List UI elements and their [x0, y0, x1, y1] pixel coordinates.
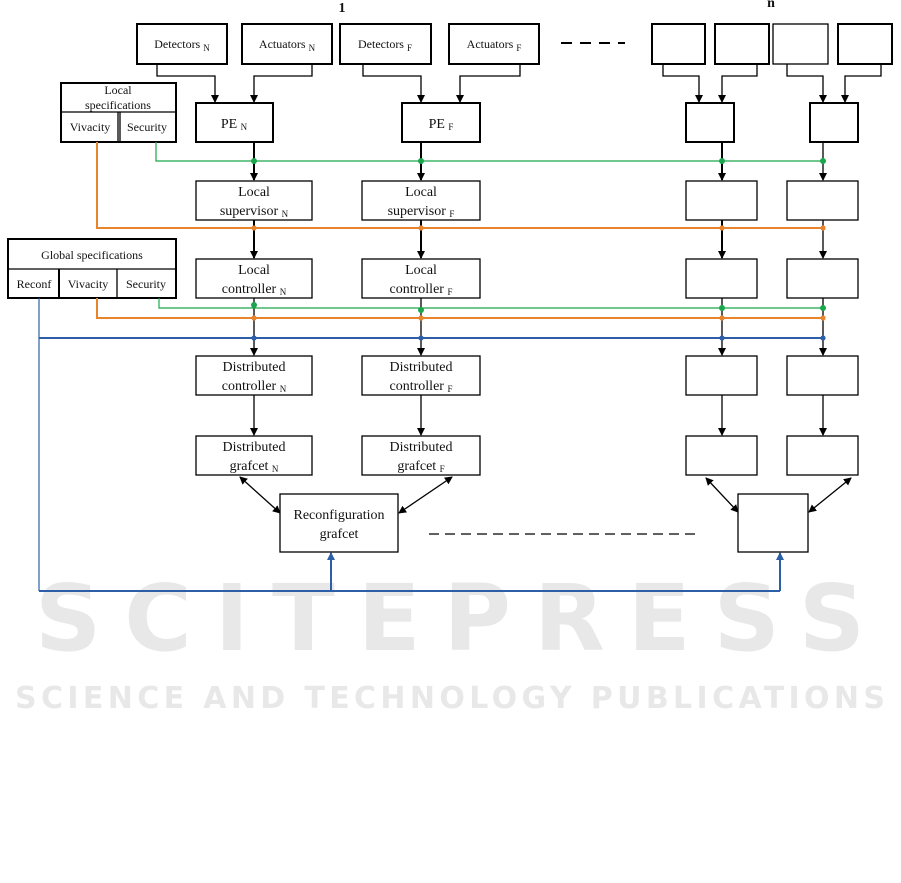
svg-text:Distributed: Distributed [223, 440, 286, 455]
local-supervisor-f-box: Local supervisor F [361, 180, 481, 221]
svg-text:SCIENCE AND TECHNOLOGY PUBLICA: SCIENCE AND TECHNOLOGY PUBLICATIONS [15, 681, 885, 716]
svg-text:grafcet: grafcet [320, 527, 359, 542]
input-box-n4 [837, 23, 893, 65]
reconfiguration-grafcet-box: Reconfiguration grafcet [279, 493, 399, 553]
column-label-first: 1 [339, 1, 346, 16]
svg-text:specifications: specifications [85, 98, 151, 112]
local-controller-f-box: Local controller F [361, 258, 481, 299]
input-box-n2 [714, 23, 770, 65]
bidirectional-arrows [239, 476, 852, 514]
watermark: SCITEPRESS SCIENCE AND TECHNOLOGY PUBLIC… [15, 565, 885, 716]
distributed-controller-box-n1 [685, 355, 758, 396]
svg-text:grafcet F: grafcet F [397, 459, 444, 474]
svg-text:supervisor N: supervisor N [220, 204, 289, 219]
svg-text:controller F: controller F [390, 379, 453, 394]
security-line-global [158, 298, 826, 313]
local-supervisor-n-box: Local supervisor N [195, 180, 313, 221]
svg-text:controller N: controller N [222, 282, 287, 297]
distributed-grafcet-box-n2 [786, 435, 859, 476]
global-reconf-label: Reconf [17, 277, 52, 291]
distributed-grafcet-box-n1 [685, 435, 758, 476]
svg-text:controller F: controller F [390, 282, 453, 297]
detectors-f-box: Detectors F [339, 23, 432, 65]
svg-text:Actuators N: Actuators N [259, 37, 316, 53]
svg-text:Local: Local [238, 185, 270, 200]
svg-text:Detectors F: Detectors F [358, 37, 412, 53]
svg-text:Detectors N: Detectors N [154, 37, 210, 53]
input-arrows [156, 64, 882, 103]
global-specifications-box: Global specifications Reconf Vivacity Se… [7, 238, 177, 299]
local-controller-box-n2 [786, 258, 859, 299]
pe-box-n1 [685, 102, 735, 143]
local-controller-n-box: Local controller N [195, 258, 313, 299]
svg-text:PE F: PE F [429, 117, 454, 132]
distributed-controller-n-box: Distributed controller N [195, 355, 313, 396]
input-box-n3 [772, 23, 829, 65]
input-box-n1 [651, 23, 706, 65]
svg-text:Actuators F: Actuators F [467, 37, 522, 53]
distributed-controller-f-box: Distributed controller F [361, 355, 481, 396]
vivacity-line-global [96, 298, 826, 321]
svg-text:controller N: controller N [222, 379, 287, 394]
svg-text:grafcet N: grafcet N [230, 459, 279, 474]
svg-text:Distributed: Distributed [223, 360, 286, 375]
reconf-line-global [38, 298, 826, 592]
svg-text:Local: Local [405, 263, 437, 278]
pe-n-box: PE N [195, 102, 274, 143]
svg-text:Local: Local [238, 263, 270, 278]
svg-text:Distributed: Distributed [390, 440, 453, 455]
actuators-n-box: Actuators N [241, 23, 333, 65]
vivacity-line-local [96, 142, 826, 231]
pe-box-n2 [809, 102, 859, 143]
local-supervisor-box-n2 [786, 180, 859, 221]
distributed-grafcet-f-box: Distributed grafcet F [361, 435, 481, 476]
local-supervisor-box-n1 [685, 180, 758, 221]
pe-f-box: PE F [401, 102, 481, 143]
local-controller-box-n1 [685, 258, 758, 299]
svg-text:supervisor F: supervisor F [388, 204, 455, 219]
global-vivacity-label: Vivacity [68, 277, 109, 291]
detectors-n-box: Detectors N [136, 23, 228, 65]
svg-text:SCITEPRESS: SCITEPRESS [35, 565, 865, 672]
distributed-grafcet-n-box: Distributed grafcet N [195, 435, 313, 476]
svg-text:Distributed: Distributed [390, 360, 453, 375]
svg-text:Local: Local [104, 83, 132, 97]
svg-text:PE N: PE N [221, 117, 248, 132]
local-vivacity-label: Vivacity [70, 120, 111, 134]
distributed-controller-box-n2 [786, 355, 859, 396]
local-specifications-box: Local specifications Vivacity Security [60, 82, 177, 143]
reconfiguration-grafcet-box-n [737, 493, 809, 553]
security-line-local [155, 142, 826, 164]
svg-text:Local: Local [405, 185, 437, 200]
column-label-last: n [767, 0, 775, 11]
global-security-label: Security [126, 277, 166, 291]
svg-text:Reconfiguration: Reconfiguration [294, 508, 385, 523]
svg-text:Global specifications: Global specifications [41, 248, 143, 262]
actuators-f-box: Actuators F [448, 23, 540, 65]
local-security-label: Security [127, 120, 167, 134]
